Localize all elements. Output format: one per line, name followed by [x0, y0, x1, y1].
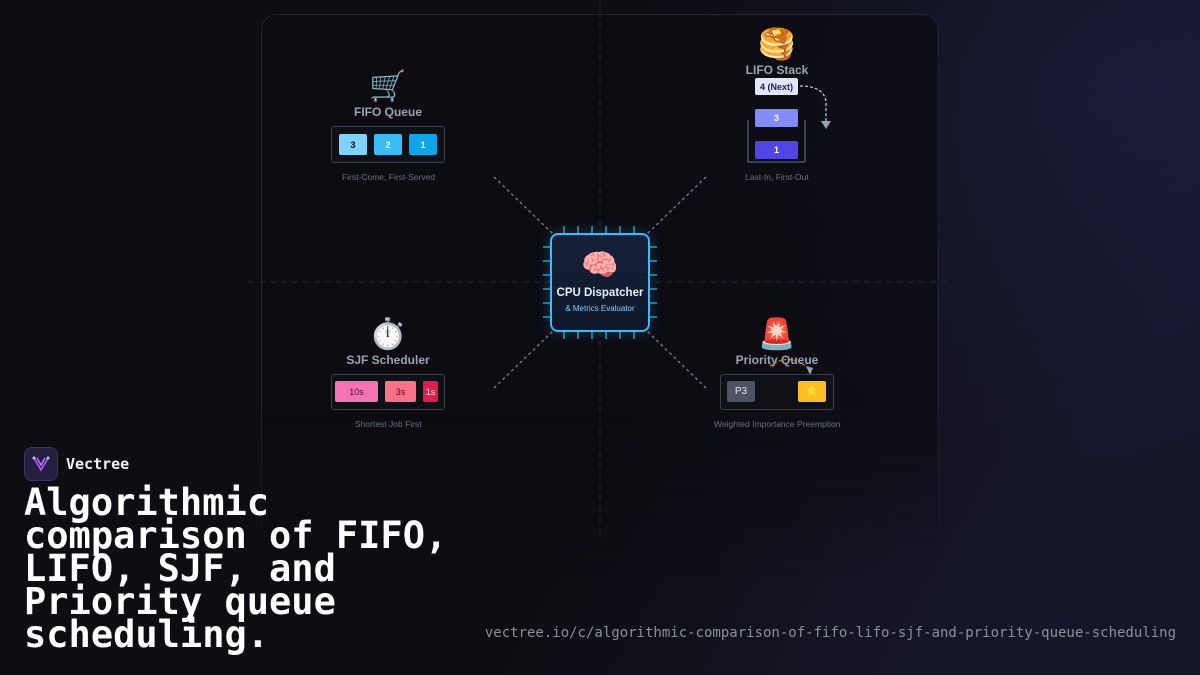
fifo-item: 2 — [374, 134, 402, 155]
priority-node: 🚨 Priority Queue — [727, 317, 827, 368]
priority-title: Priority Queue — [735, 353, 819, 367]
lifo-item: 1 — [755, 141, 798, 159]
priority-caption: Weighted Importance Preemption — [714, 419, 841, 429]
page-title: Algorithmic comparison of FIFO, LIFO, SJ… — [24, 481, 448, 656]
sjf-caption: Shortest Job First — [355, 419, 422, 429]
fifo-title: FIFO Queue — [353, 105, 422, 119]
fifo-item: 3 — [339, 134, 367, 155]
fifo-node: 🛒 FIFO Queue — [338, 69, 438, 120]
brain-icon: 🧠 — [581, 248, 619, 283]
lifo-caption: Last-In, First-Out — [745, 172, 809, 182]
fifo-item: 1 — [409, 134, 437, 155]
page-url[interactable]: vectree.io/c/algorithmic-comparison-of-f… — [484, 625, 1176, 641]
priority-item: P3 — [727, 381, 755, 402]
sjf-item: 10s — [335, 381, 378, 402]
lifo-node: 🥞 LIFO Stack — [727, 27, 827, 78]
pancakes-icon: 🥞 — [758, 27, 796, 62]
cpu-dispatcher: 🧠 CPU Dispatcher & Metrics Evaluator — [550, 233, 650, 332]
sjf-item: 1s — [423, 381, 438, 402]
sjf-title: SJF Scheduler — [346, 353, 430, 367]
lifo-item: 3 — [755, 109, 798, 127]
priority-item-star: ⭐ — [798, 381, 826, 402]
stopwatch-icon: ⏱️ — [369, 317, 407, 352]
brand: Vectree — [24, 447, 129, 481]
fifo-caption: First-Come, First-Served — [342, 172, 436, 182]
sjf-item: 3s — [385, 381, 416, 402]
lifo-incoming-item: 4 (Next) — [755, 78, 798, 95]
brand-name: Vectree — [66, 455, 130, 473]
cpu-title: CPU Dispatcher — [556, 287, 644, 299]
lifo-title: LIFO Stack — [745, 63, 809, 77]
vectree-logo-icon — [24, 447, 58, 481]
cpu-subtitle: & Metrics Evaluator — [565, 304, 635, 313]
shopping-cart-icon: 🛒 — [369, 69, 407, 104]
siren-icon: 🚨 — [758, 317, 796, 352]
sjf-node: ⏱️ SJF Scheduler — [338, 317, 438, 368]
